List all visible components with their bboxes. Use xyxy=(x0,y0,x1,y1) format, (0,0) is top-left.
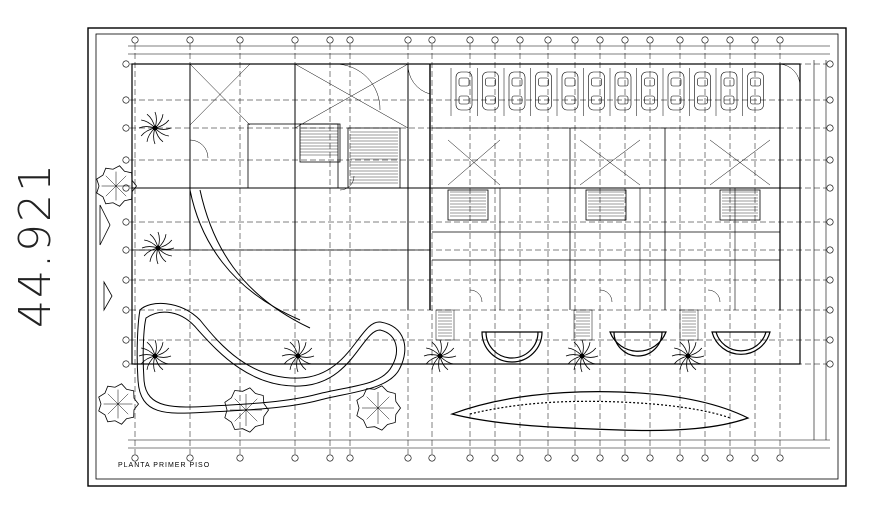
parking-cars xyxy=(450,68,764,116)
palm-tree xyxy=(141,231,175,265)
round-trees xyxy=(96,165,401,433)
inner-frame xyxy=(95,33,839,480)
planter-bed xyxy=(449,391,750,432)
garden-path xyxy=(136,189,406,414)
palm-trees xyxy=(138,111,705,373)
palm-tree xyxy=(281,339,315,373)
balconies xyxy=(481,331,771,363)
palm-tree xyxy=(565,339,599,373)
entry-stairs xyxy=(435,309,699,341)
structural-grid-lines xyxy=(130,44,826,454)
door-swings xyxy=(189,63,801,303)
palm-tree xyxy=(671,339,705,373)
palm-tree xyxy=(138,339,172,373)
stair-treads xyxy=(300,127,758,337)
dimension-lines xyxy=(128,45,830,449)
palm-tree xyxy=(138,111,172,145)
elevation-markers xyxy=(99,204,113,312)
round-tree xyxy=(96,165,138,207)
plan-title: PLANTA PRIMER PISO xyxy=(118,462,211,469)
grid-bubbles xyxy=(122,36,834,462)
building-walls xyxy=(131,63,801,365)
round-tree xyxy=(98,383,140,425)
round-tree xyxy=(356,385,401,431)
outer-frame xyxy=(87,27,847,487)
round-tree xyxy=(224,387,269,433)
palm-tree xyxy=(423,339,457,373)
